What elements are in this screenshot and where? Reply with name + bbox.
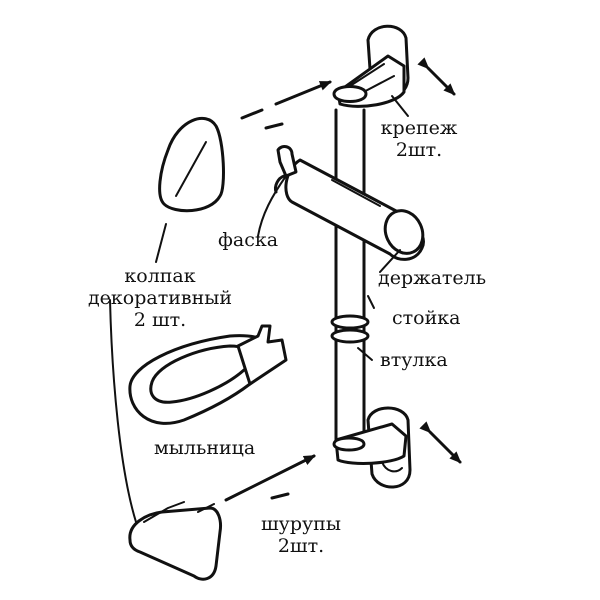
bottom-bracket: [332, 406, 412, 489]
label-fastener: крепеж: [380, 117, 458, 139]
label-holder: держатель: [378, 267, 487, 289]
label-screws-qty: 2шт.: [277, 535, 325, 557]
sleeve-ring: [330, 314, 370, 442]
label-cap-line1: колпак: [124, 265, 196, 287]
label-screws: шурупы: [261, 513, 341, 535]
rotation-arrow-bottom: [419, 421, 462, 464]
label-soap-dish: мыльница: [154, 437, 256, 459]
top-bracket: [332, 24, 410, 108]
sliding-holder: [274, 145, 425, 261]
screw-mark-bottom: [270, 492, 290, 500]
label-fastener-qty: 2шт.: [395, 139, 443, 161]
rotation-arrow-top: [417, 57, 456, 96]
label-post: стойка: [392, 307, 461, 329]
screw-mark-top: [264, 122, 284, 130]
soap-dish: [128, 324, 288, 425]
label-chamfer: фаска: [218, 229, 279, 251]
leader-lines: [109, 95, 409, 523]
label-sleeve: втулка: [380, 349, 448, 371]
decorative-cap-bottom: [128, 501, 222, 581]
label-cap-qty: 2 шт.: [133, 309, 187, 331]
decorative-cap-top: [158, 116, 225, 213]
label-cap-line2: декоративный: [87, 287, 233, 309]
arrow-cap-bottom: [224, 454, 316, 502]
arrow-cap-top: [240, 80, 332, 120]
